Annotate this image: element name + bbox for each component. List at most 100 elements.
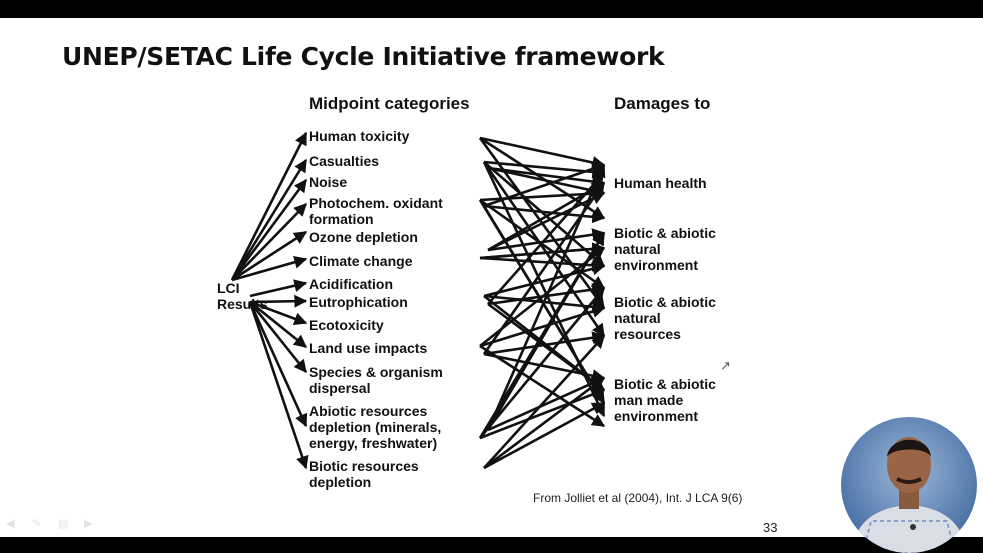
damage-man-made-environment: Biotic & abiotic man made environment xyxy=(614,376,716,424)
lci-arrow xyxy=(230,178,308,281)
lci-arrow xyxy=(249,294,308,308)
damage-line: resources xyxy=(614,326,681,342)
page-number: 33 xyxy=(763,520,778,535)
midpoint-line: Eutrophication xyxy=(309,294,408,310)
midpoint-to-damage-arrow xyxy=(479,242,606,260)
midpoint-to-damage-arrow xyxy=(487,228,606,252)
midpoint-to-damage-arrow xyxy=(478,286,606,439)
presenter-neck xyxy=(899,487,919,509)
midpoint-line: Species & organism xyxy=(309,364,443,380)
citation: From Jolliet et al (2004), Int. J LCA 9(… xyxy=(533,491,743,505)
slide-title: UNEP/SETAC Life Cycle Initiative framewo… xyxy=(62,42,665,71)
midpoint-line: Human toxicity xyxy=(309,128,410,144)
midpoint-to-damage-arrow xyxy=(483,401,606,470)
damage-line: natural xyxy=(614,241,661,257)
midpoint-line: Photochem. oxidant xyxy=(309,195,443,211)
slides-icon[interactable]: ▤ xyxy=(58,518,69,530)
midpoint-line: Casualties xyxy=(309,153,380,169)
midpoint-to-damage-arrow xyxy=(483,352,606,383)
presenter-hair xyxy=(887,439,931,457)
midpoint-to-damage-arrow xyxy=(478,231,606,439)
pen-icon[interactable]: ✎ xyxy=(32,518,42,530)
midpoint-line: energy, freshwater) xyxy=(309,435,438,451)
lci-arrow xyxy=(248,301,308,428)
midpoint-header: Midpoint categories xyxy=(309,94,470,113)
lci-arrow xyxy=(231,255,308,282)
midpoint-human-toxicity: Human toxicity xyxy=(309,128,409,144)
letterbox-bottom xyxy=(0,537,983,553)
prev-slide-icon[interactable]: ◀ xyxy=(6,518,15,530)
presenter-figure xyxy=(851,437,967,553)
presenter-video-thumbnail xyxy=(841,417,977,553)
mouse-pointer-icon: ↗ xyxy=(720,358,731,373)
midpoint-to-damage-arrow xyxy=(479,136,606,220)
letterbox-top xyxy=(0,0,983,18)
damage-line: environment xyxy=(614,257,699,273)
presenter-shirt xyxy=(851,505,967,553)
midpoint-to-damage-arrow xyxy=(487,376,606,432)
midpoint-line: dispersal xyxy=(309,380,371,396)
midpoint-climate-change: Climate change xyxy=(309,253,412,269)
midpoint-acidification: Acidification xyxy=(309,276,393,292)
midpoint-to-damage-arrow xyxy=(487,191,606,252)
lci-arrow xyxy=(248,301,308,374)
damage-natural-environment: Biotic & abiotic natural environment xyxy=(614,225,716,273)
damage-line: Biotic & abiotic xyxy=(614,376,716,392)
midpoint-eutrophication: Eutrophication xyxy=(309,294,408,310)
midpoint-noise: Noise xyxy=(309,174,347,190)
damage-line: Biotic & abiotic xyxy=(614,294,716,310)
midpoint-to-damage-arrow xyxy=(483,376,606,470)
midpoint-photochem-oxidant: Photochem. oxidant formation xyxy=(309,195,443,227)
midpoint-to-damage-arrow xyxy=(487,302,606,392)
lci-arrow xyxy=(249,279,308,298)
midpoint-to-damage-arrow xyxy=(486,163,606,431)
lci-arrow xyxy=(230,131,308,281)
midpoint-line: depletion xyxy=(309,474,372,490)
shirt-pattern xyxy=(861,520,957,553)
damage-line: environment xyxy=(614,408,699,424)
damage-human-health: Human health xyxy=(614,175,707,191)
midpoint-line: Noise xyxy=(309,174,348,190)
midpoint-line: formation xyxy=(309,211,374,227)
lci-arrow xyxy=(231,230,308,282)
midpoint-species-dispersal: Species & organism dispersal xyxy=(309,364,443,396)
damage-line: natural xyxy=(614,310,661,326)
midpoint-biotic-resources: Biotic resources depletion xyxy=(309,458,419,490)
midpoint-ozone-depletion: Ozone depletion xyxy=(309,229,418,245)
midpoint-to-damage-arrow xyxy=(483,162,606,208)
midpoint-line: Land use impacts xyxy=(309,340,428,356)
midpoint-to-damage-arrow xyxy=(483,331,606,356)
midpoint-casualties: Casualties xyxy=(309,153,379,169)
midpoint-to-damage-arrow xyxy=(479,136,606,169)
midpoint-to-damage-arrow xyxy=(483,204,606,224)
lci-label-line: LCI xyxy=(217,280,240,296)
midpoint-to-damage-arrow xyxy=(479,344,606,428)
lapel-microphone xyxy=(910,524,916,530)
impact-pathway-arrows xyxy=(230,131,606,470)
midpoint-line: Biotic resources xyxy=(309,458,419,474)
lci-label: LCI Results xyxy=(217,280,268,312)
damage-line: Biotic & abiotic xyxy=(614,225,716,241)
next-slide-icon[interactable]: ▶ xyxy=(84,518,93,530)
midpoint-abiotic-resources: Abiotic resources depletion (minerals, e… xyxy=(309,403,441,451)
midpoint-line: Ecotoxicity xyxy=(309,317,384,333)
midpoint-line: Climate change xyxy=(309,253,413,269)
lci-arrow xyxy=(249,300,308,325)
midpoint-line: Acidification xyxy=(309,276,394,292)
midpoint-land-use: Land use impacts xyxy=(309,340,427,356)
midpoint-ecotoxicity: Ecotoxicity xyxy=(309,317,384,333)
lci-arrow xyxy=(230,158,308,281)
lci-arrow xyxy=(248,301,309,470)
midpoint-line: depletion (minerals, xyxy=(309,419,442,435)
midpoint-to-damage-arrow xyxy=(487,166,606,188)
lci-label-line: Results xyxy=(217,296,268,312)
damages-header: Damages to xyxy=(614,94,711,113)
damage-natural-resources: Biotic & abiotic natural resources xyxy=(614,294,716,342)
midpoint-line: Ozone depletion xyxy=(309,229,418,245)
midpoint-to-damage-arrow xyxy=(487,166,606,197)
midpoint-to-damage-arrow xyxy=(487,172,605,305)
damage-line: man made xyxy=(614,392,684,408)
damage-line: Human health xyxy=(614,175,707,191)
slideshow-toolbar: ◀ ✎ ▤ ▶ xyxy=(6,518,101,532)
presentation-slide: UNEP/SETAC Life Cycle Initiative framewo… xyxy=(0,18,983,537)
